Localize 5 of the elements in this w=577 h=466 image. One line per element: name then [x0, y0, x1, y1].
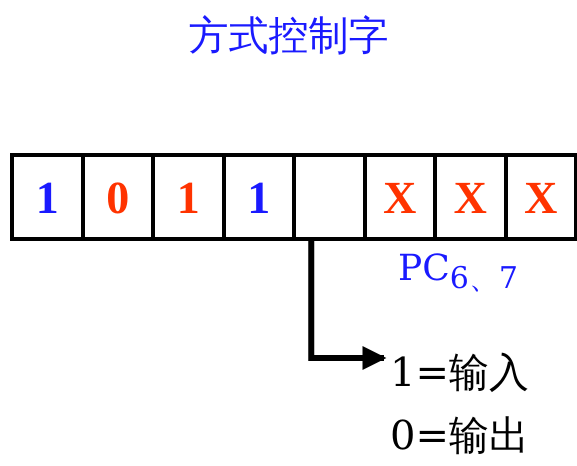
title: 方式控制字 [188, 12, 390, 61]
output-text: 0=输出 [390, 412, 529, 461]
output-text: 1=输入 [390, 345, 529, 400]
port-label: PC$_{6、7}$ [398, 248, 518, 298]
arrow [308, 241, 386, 370]
